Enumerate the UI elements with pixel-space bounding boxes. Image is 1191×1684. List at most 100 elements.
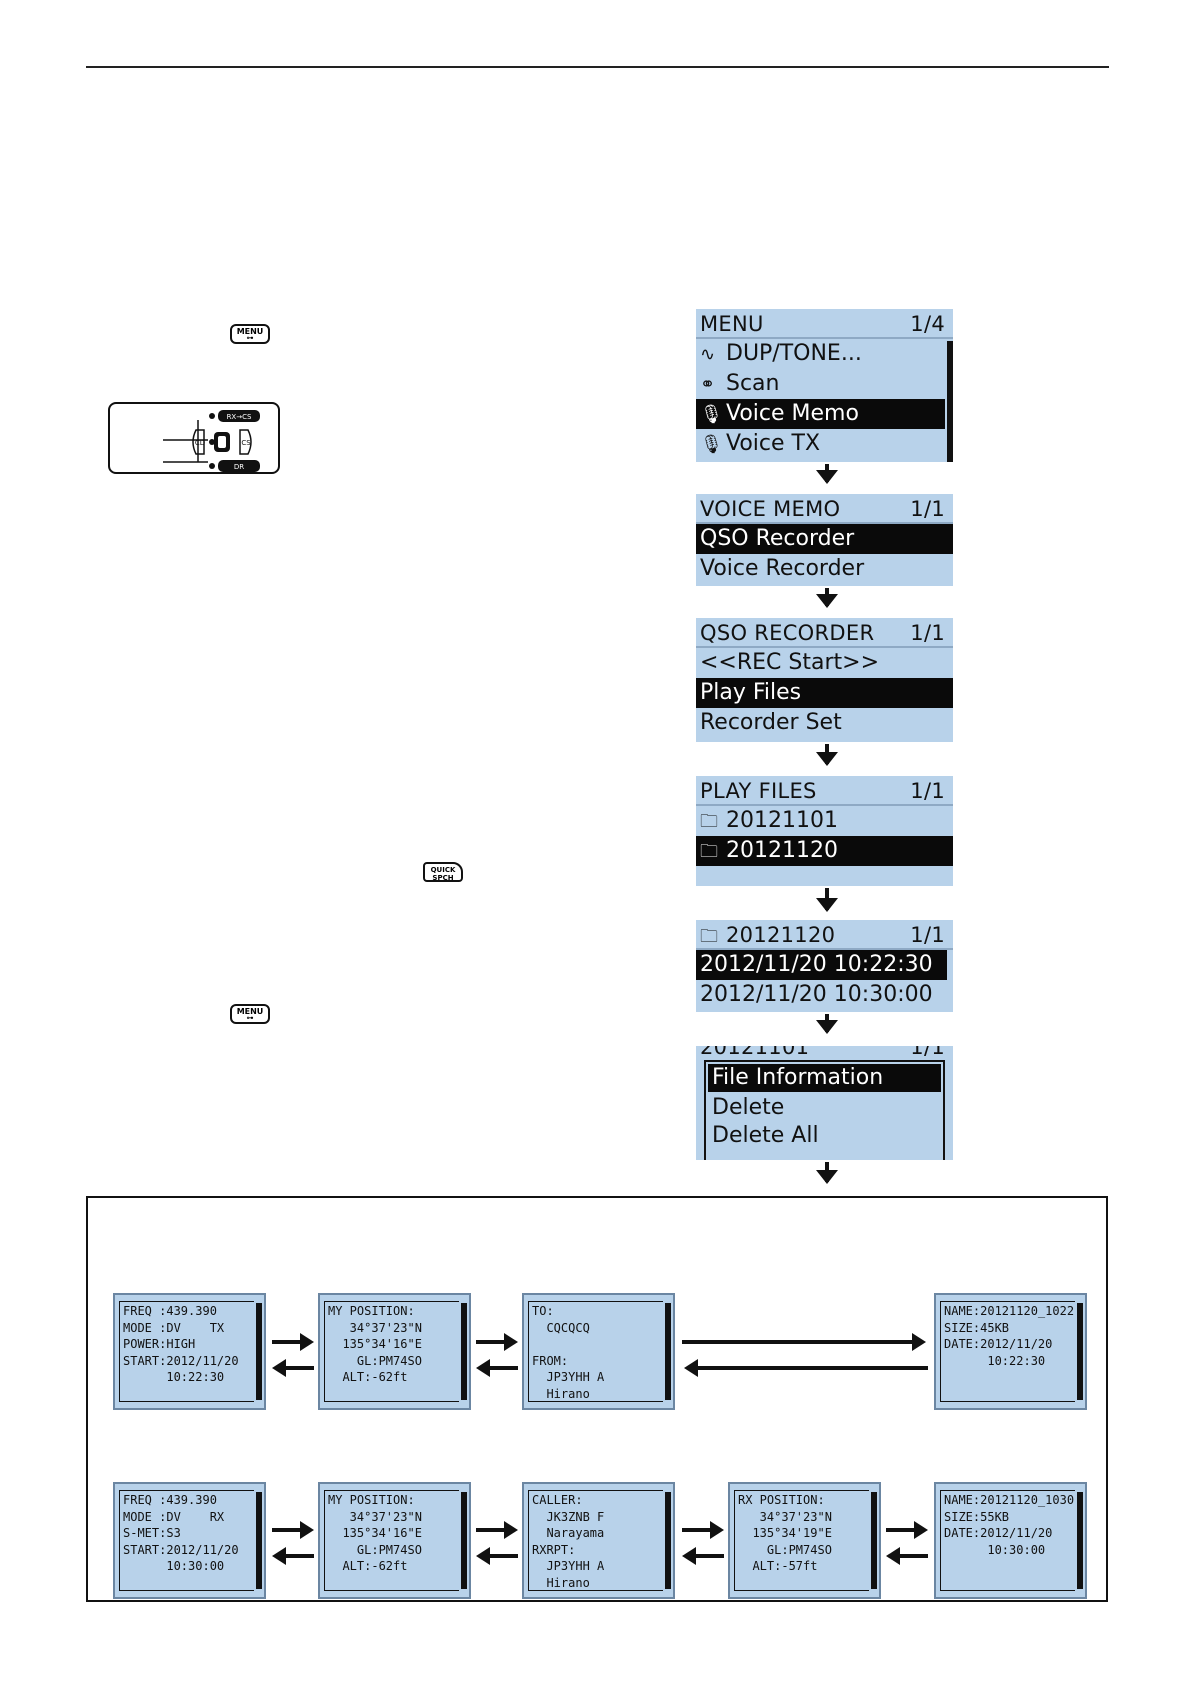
info-line [532,1336,660,1353]
folder-icon: 🗀 [700,926,719,947]
info-line: S-MET:S3 [123,1526,181,1540]
info-line: DATE:2012/11/20 [944,1337,1053,1351]
menu-screen: MENU 1/4 ∿DUP/TONE... ⚭Scan 🎙Voice Memo … [696,309,953,462]
scrollbar [1077,1492,1083,1589]
info-line: 10:22:30 [944,1353,1046,1368]
info-content: NAME:20121120_1022 SIZE:45KB DATE:2012/1… [940,1301,1075,1402]
info-line: NAME:20121120_1030 [944,1493,1075,1507]
info-line: 135°34'16"E [328,1337,422,1351]
info-content: MY POSITION: 34°37'23"N 135°34'16"E GL:P… [324,1301,459,1402]
screen-title: PLAY FILES [700,779,817,803]
microphone-icon: 🎙 [700,404,723,425]
scrollbar [461,1303,467,1400]
info-content: CALLER: JK3ZNB F Narayama RXRPT: JP3YHH … [528,1490,663,1591]
info-line: SIZE:55KB [944,1509,1010,1524]
scrollbar [1077,1303,1083,1400]
scrollbar [871,1492,877,1589]
menu-item-label: Voice Memo [726,401,859,426]
info-content: NAME:20121120_1030 SIZE:55KB DATE:2012/1… [940,1490,1075,1591]
screen-title: QSO RECORDER [700,621,875,645]
page-indicator: 1/1 [910,497,945,521]
info-line: ALT:-57ft [738,1559,818,1573]
info-line: 34°37'23"N [328,1509,422,1524]
info-line: 34°37'23"N [738,1509,832,1524]
quick-spch-key-label: QUICK SPCH [430,866,456,882]
info-content: MY POSITION: 34°37'23"N 135°34'16"E GL:P… [324,1490,459,1591]
menu-item-qso-recorder[interactable]: QSO Recorder [696,524,953,554]
info-line: ALT:-62ft [328,1559,408,1573]
info-line: ALT:-62ft [328,1370,408,1384]
info-line: GL:PM74SO [328,1542,422,1557]
info-line: FREQ :439.390 [123,1493,217,1507]
menu-item-rec-start[interactable]: <<REC Start>> [700,650,880,675]
info-line: START:2012/11/20 [123,1353,239,1368]
info-content: FREQ :439.390 MODE :DV RX S-MET:S3 START… [119,1490,254,1591]
menu-item-voice-tx[interactable]: 🎙Voice TX [696,429,953,459]
folder-item-selected[interactable]: 🗀20121120 [696,836,953,866]
front-panel-icon: RX→CS DR CS CD [163,410,260,472]
scrollbar [665,1303,671,1400]
info-screen-rx-5: NAME:20121120_1030 SIZE:55KB DATE:2012/1… [934,1482,1087,1599]
menu-item-label: Scan [726,371,780,396]
info-line: SIZE:45KB [944,1320,1010,1335]
info-line: MODE :DV TX [123,1320,225,1335]
scrollbar[interactable] [947,341,953,462]
info-content: TO: CQCQCQ FROM: JP3YHH A Hirano [528,1301,663,1402]
qso-recorder-screen: QSO RECORDER 1/1 <<REC Start>> Play File… [696,618,953,742]
arrow-down-icon [816,1162,838,1184]
menu-item-voice-memo[interactable]: 🎙Voice Memo [696,399,945,429]
info-line: FREQ :439.390 [123,1304,217,1318]
screen-title-row: PLAY FILES 1/1 [696,776,953,806]
info-line: JP3YHH A [532,1370,605,1384]
ghost-title: 20121101 [700,1046,810,1059]
info-screen-tx-1: FREQ :439.390 MODE :DV TX POWER:HIGH STA… [113,1293,266,1410]
menu-item-dup-tone[interactable]: ∿DUP/TONE... [696,339,953,369]
info-screen-rx-3: CALLER: JK3ZNB F Narayama RXRPT: JP3YHH … [522,1482,675,1599]
menu-item-recorder-set[interactable]: Recorder Set [700,710,842,735]
popup-item-delete-all[interactable]: Delete All [712,1123,819,1148]
screen-title-row: MENU 1/4 [696,309,953,339]
info-line: DATE:2012/11/20 [944,1526,1053,1540]
info-line: 34°37'23"N [328,1320,422,1335]
page-indicator: 1/1 [910,621,945,645]
menu-key-sub: ⊶ [246,334,254,342]
menu-item-scan[interactable]: ⚭Scan [696,369,953,399]
info-line: MY POSITION: [328,1304,415,1318]
info-line: TO: [532,1304,554,1318]
info-line: FROM: [532,1353,569,1368]
screen-title-row: 🗀20121120 1/1 [696,920,953,950]
arrow-right-icon [886,1521,928,1539]
info-line: Narayama [532,1526,605,1540]
arrow-right-icon [682,1521,724,1539]
folder-screen: 🗀20121120 1/1 2012/11/20 10:22:30 2012/1… [696,920,953,1012]
page-indicator: 1/1 [910,779,945,803]
info-line: CQCQCQ [532,1320,590,1335]
file-item-selected[interactable]: 2012/11/20 10:22:30 [696,950,947,980]
info-line: 135°34'16"E [328,1526,422,1540]
menu-key-label: MENU [236,327,264,336]
menu-item-voice-recorder[interactable]: Voice Recorder [700,556,865,581]
arrow-left-icon [272,1359,314,1377]
ghost-title-row: 20121101 1/1 [696,1046,953,1060]
page-indicator: 1/1 [910,923,945,947]
info-line: GL:PM74SO [328,1353,422,1368]
popup-menu: File Information Delete Delete All [704,1060,945,1160]
arrow-down-icon [816,464,838,484]
menu-key-icon: MENU ⊶ [230,324,270,344]
svg-text:CD: CD [195,439,205,447]
info-line: GL:PM74SO [738,1542,832,1557]
info-line: MODE :DV RX [123,1509,225,1524]
menu-key-label-2: MENU [236,1007,264,1016]
screen-title-row: VOICE MEMO 1/1 [696,494,953,524]
svg-text:CS: CS [241,439,251,447]
arrow-left-icon [272,1547,314,1565]
folder-item[interactable]: 🗀20121101 [696,806,953,836]
popup-item-file-information[interactable]: File Information [708,1064,941,1092]
menu-key-sub-2: ⊶ [246,1014,254,1022]
popup-item-delete[interactable]: Delete [712,1095,785,1120]
page-indicator: 1/4 [910,312,945,336]
screen-title-row: QSO RECORDER 1/1 [696,618,953,648]
menu-item-play-files[interactable]: Play Files [696,678,953,708]
info-screen-rx-2: MY POSITION: 34°37'23"N 135°34'16"E GL:P… [318,1482,471,1599]
file-item[interactable]: 2012/11/20 10:30:00 [700,982,933,1007]
